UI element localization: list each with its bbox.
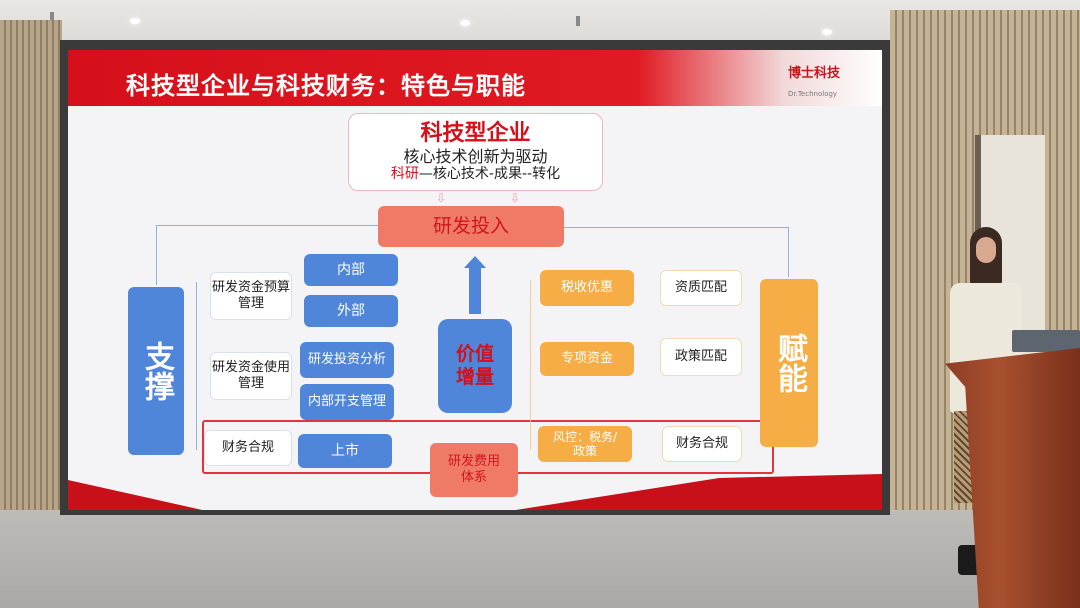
- policy-match-box: 政策匹配: [660, 338, 742, 376]
- down-arrow-icon: ⇩: [510, 191, 521, 205]
- finance-compliance-box: 财务合规: [662, 426, 742, 462]
- wood-slat-wall-left: [0, 20, 62, 520]
- value-increment-box: 价值增量: [438, 319, 512, 413]
- rd-cost-system-box: 研发费用体系: [430, 443, 518, 497]
- rd-investment-analysis-box: 研发投资分析: [300, 342, 394, 378]
- company-logo: 博士科技 Dr.Technology: [776, 62, 876, 102]
- external-box: 外部: [304, 295, 398, 327]
- sprinkler: [50, 12, 54, 22]
- usage-mgmt-box: 研发资金使用管理: [210, 352, 292, 400]
- research-label: 科研: [390, 166, 419, 183]
- presenter-face: [976, 237, 996, 263]
- floor: [0, 510, 1080, 608]
- up-arrow-icon: [464, 256, 486, 268]
- connector: [788, 227, 789, 277]
- ceiling-light: [130, 18, 140, 24]
- connector: [530, 280, 531, 450]
- slide: 科技型企业与科技财务：特色与职能 博士科技 Dr.Technology 科技型企…: [68, 50, 882, 510]
- connector: [156, 225, 157, 285]
- process-text: 科研—核心技术-成果--转化: [391, 166, 560, 183]
- qualification-match-box: 资质匹配: [660, 270, 742, 306]
- rd-input-box: 研发投入: [378, 206, 564, 247]
- budget-mgmt-box: 研发资金预算管理: [210, 272, 292, 320]
- down-arrow-icon: ⇩: [436, 191, 447, 205]
- risk-control-box: 风控：税务/政策: [538, 426, 632, 462]
- compliance-box: 财务合规: [204, 430, 292, 466]
- slide-header: [68, 50, 882, 106]
- logo-cn-text: 博士科技: [788, 66, 841, 81]
- logo-en-text: Dr.Technology: [788, 90, 838, 98]
- connector: [196, 282, 197, 450]
- connector: [156, 225, 378, 226]
- tech-enterprise-box: 科技型企业 核心技术创新为驱动 科研—核心技术-成果--转化: [348, 113, 603, 191]
- tech-enterprise-heading: 科技型企业: [420, 120, 531, 146]
- special-funds-box: 专项资金: [540, 342, 634, 376]
- internal-box: 内部: [304, 254, 398, 286]
- empower-box: 赋能: [760, 279, 818, 447]
- ceiling-light: [822, 29, 832, 35]
- support-box: 支撑: [128, 287, 184, 455]
- ceiling-light: [460, 20, 470, 26]
- ipo-box: 上市: [298, 434, 392, 468]
- sprinkler: [576, 16, 580, 26]
- process-rest: —核心技术-成果--转化: [418, 166, 561, 183]
- slide-title: 科技型企业与科技财务：特色与职能: [126, 72, 526, 100]
- connector: [564, 227, 788, 228]
- laptop: [1012, 330, 1080, 352]
- up-arrow-shaft: [469, 262, 481, 314]
- driver-text: 核心技术创新为驱动: [403, 147, 548, 167]
- tax-incentive-box: 税收优惠: [540, 270, 634, 306]
- internal-expense-box: 内部开支管理: [300, 384, 394, 420]
